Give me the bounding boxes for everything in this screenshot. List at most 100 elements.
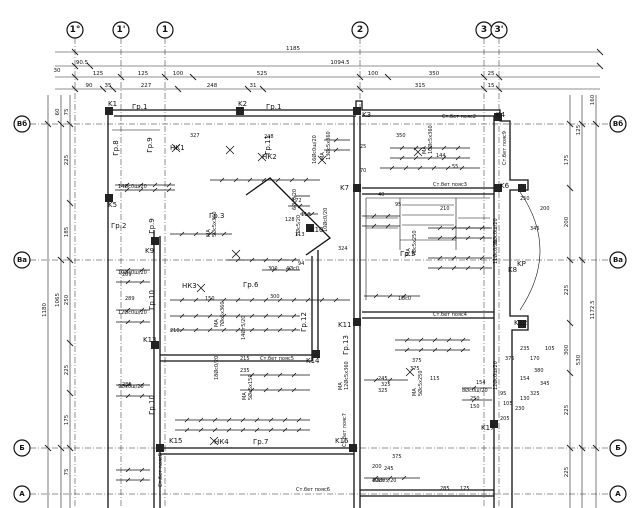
interior-dimension-label: 300 bbox=[268, 266, 278, 272]
beam-gr11-label: Гр.11 bbox=[264, 135, 272, 155]
dim-right-m6: 225 bbox=[564, 404, 570, 415]
wall-poyas6-label: Ст.бет пояс6 bbox=[296, 487, 330, 493]
columns-fill bbox=[105, 107, 526, 452]
interior-dimension-label: 200 bbox=[372, 464, 382, 470]
interior-dimension-label: 55 bbox=[452, 164, 458, 170]
interior-dimension-label: 205 bbox=[500, 416, 510, 422]
mesh-spec-label: 5Øс5х150 bbox=[247, 374, 254, 400]
axis-bubbles bbox=[13, 21, 627, 503]
rebar-dimension-line bbox=[395, 337, 470, 343]
interior-dimension-label: 130 bbox=[520, 396, 530, 402]
column-k8-label: K8 bbox=[508, 266, 517, 274]
rebar-spec-label: 8Øс0ш/20 bbox=[492, 218, 499, 244]
beam-gr1-b-label: Гр.1 bbox=[266, 103, 281, 111]
mesh-spec-label: 10Øс5х360 bbox=[427, 125, 434, 154]
wall-poyas7-label: Ст.бет пояс7 bbox=[342, 413, 348, 447]
axis-top-1-label: 1 bbox=[162, 25, 168, 35]
left-dimension-chains bbox=[44, 95, 74, 508]
interior-dimension-label: 128 bbox=[285, 217, 295, 223]
hk1-label: НК1 bbox=[170, 144, 185, 152]
interior-dimension-label: 350 bbox=[396, 133, 406, 139]
interior-dimension-label: 215 bbox=[240, 356, 250, 362]
column-k1-label: K1 bbox=[108, 100, 117, 108]
column-k10-label: K10 bbox=[310, 226, 324, 234]
wall-poyas2-label: Ст.бет пояс2 bbox=[442, 114, 476, 120]
axis-left-vb-label: Вб bbox=[17, 120, 27, 128]
rebar-dimension-line bbox=[116, 382, 150, 388]
mesh-ma-label: MA bbox=[206, 229, 212, 237]
column-k11-label: K11 bbox=[338, 321, 352, 329]
column-k2-label: K2 bbox=[238, 100, 247, 108]
rebar-dimension-line bbox=[428, 235, 492, 241]
hk4-label: НК4 bbox=[214, 438, 229, 446]
column-k17-label: K17 bbox=[481, 424, 495, 432]
plan-labels: 1° 1' 1 2 3 3' Вб Ва Б А Вб Ва Б А 1185 … bbox=[17, 25, 623, 498]
interior-dimension-label: 289 bbox=[125, 296, 135, 302]
dim-row4-0: 90 bbox=[86, 83, 93, 89]
dim-left-m3: 185 bbox=[64, 226, 70, 237]
mesh-ma-label: MA bbox=[422, 146, 428, 154]
rebar-dimension-line bbox=[364, 475, 420, 481]
dim-right-m7: 225 bbox=[564, 466, 570, 477]
axis-top-1prime-label: 1' bbox=[116, 25, 125, 35]
interior-dimension-label: 94 bbox=[298, 261, 304, 267]
rebar-spec-label: 6Øс0/20 bbox=[291, 189, 298, 210]
interior-dimension-label: 200 bbox=[540, 206, 550, 212]
interior-dimension-label: 40 bbox=[378, 192, 384, 198]
hk3-label: НК3 bbox=[182, 282, 197, 290]
beam-gr6-label: Гр.6 bbox=[243, 281, 259, 289]
interior-dimension-label: 375 bbox=[410, 366, 420, 372]
rebar-dimension-line bbox=[288, 203, 310, 209]
rebar-dimension-line bbox=[362, 223, 400, 229]
dim-row2-b: 1094.5 bbox=[330, 60, 350, 66]
rebar-dimension-line bbox=[116, 279, 150, 285]
dim-row4-4: 31 bbox=[250, 83, 257, 89]
axis-right-vb-label: Вб bbox=[613, 120, 623, 128]
rebar-spec-label: 10Øс0ш/20 bbox=[118, 269, 147, 276]
interior-dimension-label: 289 bbox=[122, 272, 132, 278]
rebar-dimension-line bbox=[364, 293, 420, 299]
mesh-cross-icon bbox=[413, 147, 423, 157]
dim-right-m3: 200 bbox=[564, 216, 570, 227]
dim-row3-3: 525 bbox=[257, 71, 268, 77]
dim-row3-2: 100 bbox=[173, 71, 184, 77]
mesh-cross-icon bbox=[209, 436, 219, 446]
interior-dimension-label: 105 bbox=[545, 346, 555, 352]
interior-dimension-label: 325 bbox=[378, 388, 388, 394]
rebar-dimension-line bbox=[210, 177, 320, 183]
dim-row3-6: 25 bbox=[488, 71, 495, 77]
rebar-dimension-line bbox=[364, 377, 408, 383]
rebar-dimension-line bbox=[390, 155, 470, 161]
dim-right-part: 530 bbox=[576, 354, 582, 365]
rebar-dimension-line bbox=[115, 182, 175, 188]
dim-row3-5: 350 bbox=[429, 71, 440, 77]
interior-dimension-label: 144 bbox=[436, 153, 446, 159]
interior-dimension-label: 250 bbox=[470, 396, 480, 402]
column-k6-label: K6 bbox=[500, 182, 510, 190]
rebar-dimension-line bbox=[116, 477, 150, 483]
column-k5-label: K5 bbox=[108, 201, 117, 209]
rebar-spec-label: 1Øс0 bbox=[398, 295, 411, 302]
interior-dimension-label: 375 bbox=[392, 454, 402, 460]
dim-left-m4: 250 bbox=[64, 294, 70, 305]
interior-dimension-label: 154 bbox=[520, 376, 530, 382]
wall-poyas8-label: Ст.бет пояс8 bbox=[158, 453, 164, 487]
mesh-spec-label: 13Øс5х360 bbox=[325, 131, 332, 160]
interior-dimension-label: 210 bbox=[170, 328, 180, 334]
interior-dimension-label: 235 bbox=[520, 346, 530, 352]
mesh-ma-label: MA bbox=[338, 382, 344, 390]
mesh-cross-icon bbox=[231, 249, 241, 259]
right-dimension-chains bbox=[566, 95, 600, 508]
rebar-lines bbox=[115, 137, 492, 483]
rebar-dimension-line bbox=[362, 213, 400, 219]
rebar-dimension-line bbox=[170, 327, 300, 333]
dim-left-m0: 60 bbox=[55, 108, 61, 115]
dim-row2-a: 90.5 bbox=[76, 60, 89, 66]
mesh-ma-label: MA bbox=[320, 152, 326, 160]
axis-right-va-label: Ва bbox=[613, 256, 623, 264]
rebar-dimension-line bbox=[175, 417, 310, 423]
axis-top-1deg-label: 1° bbox=[70, 25, 81, 35]
mesh-cross-icon bbox=[171, 143, 181, 153]
